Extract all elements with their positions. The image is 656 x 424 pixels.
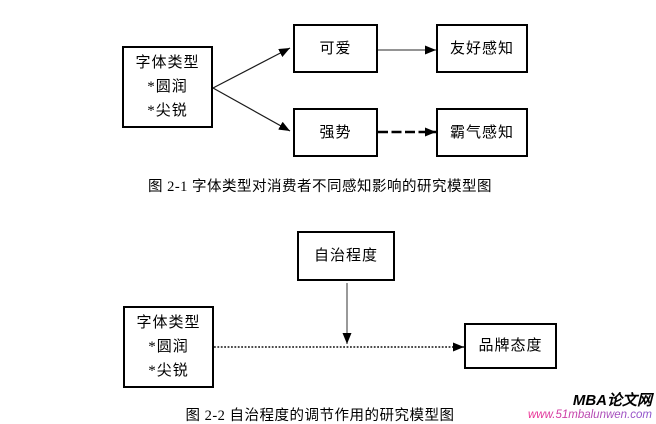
fig1-cute-label: 可爱 (319, 40, 352, 57)
fig1-friendly-label: 友好感知 (449, 40, 514, 57)
fig1-domineering-perception-box: 霸气感知 (436, 108, 528, 157)
fig2-autonomy-box: 自治程度 (297, 231, 395, 281)
fig2-autonomy-label: 自治程度 (313, 248, 378, 264)
fig1-font-type-line1: 字体类型 (135, 55, 200, 71)
fig2-brand-attitude-label: 品牌态度 (478, 338, 543, 354)
site-url-text: www.51mbalunwen.com (527, 409, 652, 422)
fig1-friendly-perception-box: 友好感知 (436, 24, 528, 73)
site-watermark: MBA论文网 www.51mbalunwen.com (527, 391, 652, 422)
fig2-font-type-line3: *尖锐 (148, 363, 189, 379)
fig1-strong-box: 强势 (293, 108, 378, 157)
arrow-source-to-cute (212, 47, 291, 89)
fig1-font-type-line2: *圆润 (147, 79, 188, 95)
fig1-strong-label: 强势 (319, 124, 352, 141)
fig1-caption: 图 2-1 字体类型对消费者不同感知影响的研究模型图 (147, 179, 493, 195)
arrow-source-to-strong (212, 87, 291, 132)
fig2-font-type-line2: *圆润 (148, 339, 189, 355)
fig1-font-type-line3: *尖锐 (147, 103, 188, 119)
fig1-font-type-box: 字体类型 *圆润 *尖锐 (122, 46, 213, 128)
site-logo-text: MBA论文网 (572, 391, 652, 409)
fig1-domineering-label: 霸气感知 (449, 124, 514, 141)
fig2-caption: 图 2-2 自治程度的调节作用的研究模型图 (185, 408, 455, 424)
fig2-brand-attitude-box: 品牌态度 (464, 323, 557, 369)
fig2-font-type-line1: 字体类型 (136, 315, 201, 331)
fig2-font-type-box: 字体类型 *圆润 *尖锐 (123, 306, 214, 388)
fig1-cute-box: 可爱 (293, 24, 378, 73)
